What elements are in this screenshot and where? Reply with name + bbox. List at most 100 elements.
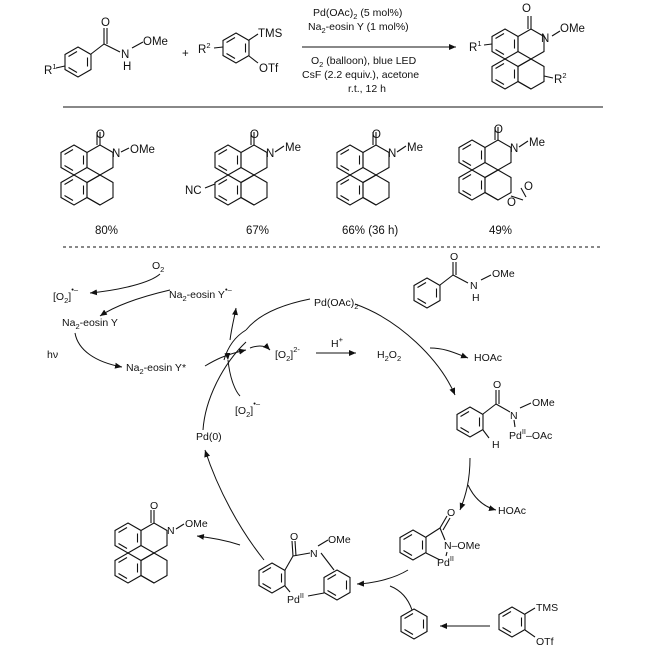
- product-release-arrow: [196, 533, 241, 546]
- reagent-o: O: [101, 17, 110, 29]
- hv-label: hν: [47, 349, 58, 361]
- product-r2: R2: [554, 71, 566, 86]
- example-4-o: O: [494, 124, 503, 136]
- reagent-r1: R1: [44, 62, 56, 77]
- aryne-tms: TMS: [258, 28, 283, 40]
- example-1: O N OMe 80%: [61, 129, 155, 237]
- reagent-h: H: [123, 61, 131, 73]
- reagent-n: N: [121, 49, 129, 61]
- example-4-subst: Me: [529, 137, 545, 149]
- substrate-h: H: [472, 292, 480, 304]
- substrate-n: N: [470, 280, 478, 292]
- pd-regeneration-arc: [245, 298, 311, 331]
- example-2-nitrile: NC: [185, 185, 202, 197]
- cond-base-solvent: CsF (2.2 equiv.), acetone: [302, 69, 419, 81]
- superoxide-bottom: [O2]•–: [235, 399, 261, 419]
- int3-o: O: [290, 531, 298, 543]
- cond-photocatalyst: Na2-eosin Y (1 mol%): [308, 21, 409, 35]
- eosin-oxidation-arrow: [99, 289, 171, 317]
- cycle-aryne-tms: TMS: [536, 602, 558, 614]
- pd0-label: Pd(0): [196, 431, 222, 443]
- product-r1: R1: [469, 39, 481, 54]
- reaction-conditions: Pd(OAc)2 (5 mol%) Na2-eosin Y (1 mol%) O…: [302, 7, 456, 95]
- pd-oac2-label: Pd(OAc)2: [314, 297, 358, 311]
- example-1-yield: 80%: [95, 225, 118, 237]
- aryne-otf: OTf: [259, 63, 279, 75]
- example-3-o: O: [372, 129, 381, 141]
- int1-ome: OMe: [532, 397, 555, 409]
- substrate-o: O: [450, 251, 458, 263]
- example-4-o-ring1: O: [507, 197, 516, 209]
- excitation-arrow: [74, 332, 123, 369]
- pd0-to-pd2-arc: [202, 341, 247, 431]
- int1-pd: PdII–OAc: [509, 427, 552, 442]
- aryne-r2: R2: [198, 41, 210, 56]
- int2-n: N–OMe: [444, 540, 480, 552]
- int1-n: N: [510, 410, 518, 422]
- cond-oxidant-light: O2 (balloon), blue LED: [311, 55, 417, 69]
- aryne-insertion-arrow: [356, 569, 409, 587]
- example-2: O N Me NC 67%: [185, 129, 301, 237]
- reductive-elimination-arrow: [204, 449, 265, 561]
- hoac-2: HOAc: [498, 505, 526, 517]
- example-3-yield: 66% (36 h): [342, 225, 398, 237]
- int1-o: O: [493, 379, 501, 391]
- prod-o: O: [150, 500, 158, 512]
- example-4-o-ring2: O: [524, 181, 533, 193]
- example-4-n: N: [510, 143, 518, 155]
- substrate-ome: OMe: [492, 268, 515, 280]
- cond-temp-time: r.t., 12 h: [348, 83, 386, 95]
- set-arrow-right: [204, 348, 247, 367]
- int3-ome: OMe: [328, 534, 351, 546]
- photoredox-cycle: O2 [O2]•– Na2-eosin Y•– Na2-eosin Y hν N…: [47, 251, 558, 648]
- aryne-join-arrow: [389, 585, 413, 611]
- example-2-o: O: [250, 129, 259, 141]
- example-4-yield: 49%: [489, 225, 512, 237]
- int1-h: H: [492, 439, 500, 451]
- example-1-o: O: [96, 129, 105, 141]
- reactant-benzamide: O N H OMe R1: [44, 17, 168, 78]
- example-3-subst: Me: [407, 142, 423, 154]
- example-1-n: N: [112, 148, 120, 160]
- hoac-release-2: [467, 484, 497, 512]
- peroxide-label: [O2]2-: [275, 345, 300, 363]
- eosin-ground: Na2-eosin Y: [62, 317, 118, 331]
- product-o: O: [522, 3, 531, 15]
- h2o2-label: H2O2: [377, 349, 401, 363]
- eosin-radical-anion: Na2-eosin Y•–: [169, 285, 233, 303]
- int2-o: O: [447, 507, 455, 519]
- reactant-aryne-precursor: TMS OTf R2: [198, 28, 283, 75]
- example-3: O N Me 66% (36 h): [337, 129, 423, 237]
- general-product: O N OMe R1 R2: [469, 3, 585, 89]
- h-plus-label: H+: [331, 335, 344, 350]
- int3-n: N: [310, 548, 318, 560]
- peroxide-arrow: [249, 342, 271, 351]
- hoac-release-1: [429, 347, 469, 359]
- example-2-n: N: [266, 148, 274, 160]
- example-2-subst: Me: [285, 142, 301, 154]
- cond-catalyst: Pd(OAc)2 (5 mol%): [313, 7, 402, 21]
- product-n: N: [541, 33, 549, 45]
- example-3-n: N: [388, 148, 396, 160]
- example-4: O N Me O O 49%: [459, 124, 545, 237]
- eosin-regeneration-arrow: [229, 307, 238, 341]
- prod-ome: OMe: [185, 518, 208, 530]
- int2-pd: PdII: [437, 554, 454, 569]
- o2-label: O2: [152, 260, 164, 274]
- example-2-yield: 67%: [246, 225, 269, 237]
- prod-n: N: [167, 525, 175, 537]
- cycle-aryne-otf: OTf: [536, 636, 554, 648]
- hoac-1: HOAc: [474, 352, 502, 364]
- o2-reduction-arrow: [89, 273, 161, 296]
- product-ome: OMe: [560, 23, 585, 35]
- reagent-ome: OMe: [143, 36, 168, 48]
- cmd-arrow: [354, 303, 456, 396]
- eosin-excited: Na2-eosin Y*: [126, 362, 186, 376]
- plus-sign: +: [182, 48, 189, 60]
- example-1-subst: OMe: [130, 144, 155, 156]
- superoxide-left: [O2]•–: [53, 285, 79, 305]
- cyclization-arrow: [459, 457, 471, 511]
- int3-pd: PdII: [287, 591, 304, 606]
- superoxide-in-arrow: [224, 352, 241, 397]
